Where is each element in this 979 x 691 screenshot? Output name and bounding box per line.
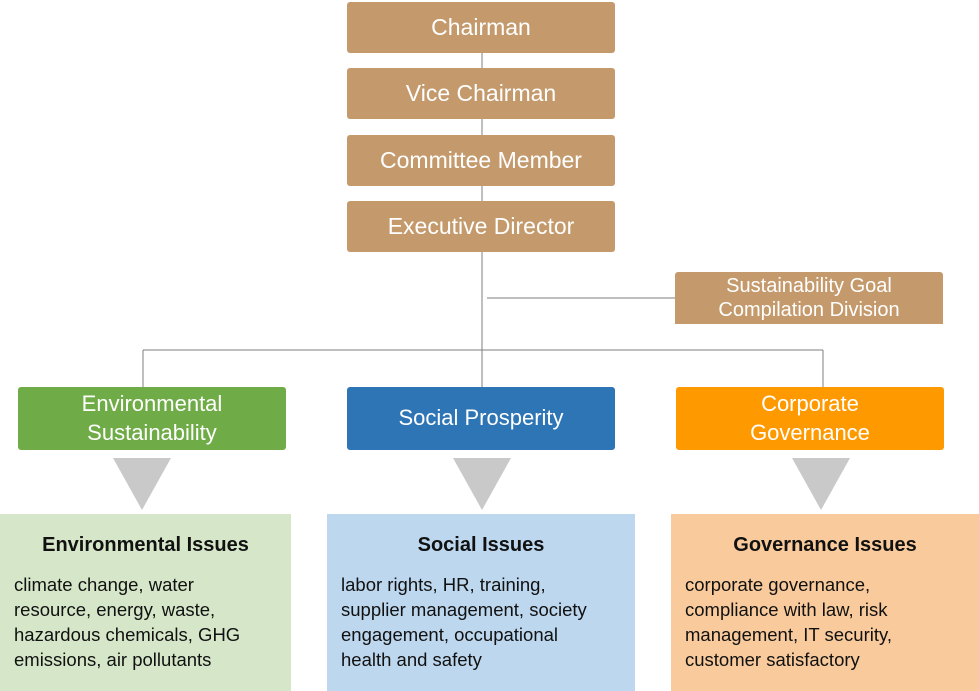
executive-director-label: Executive Director <box>387 212 575 239</box>
environmental-issues-line: resource, energy, waste, <box>14 599 216 620</box>
environmental-issues-panel: Environmental Issues climate change, wat… <box>0 514 291 691</box>
governance-pillar-line2: Governance <box>750 419 870 445</box>
sustainability-division-box: Sustainability Goal Compilation Division <box>675 272 943 324</box>
chairman-box: Chairman <box>347 2 615 53</box>
committee-member-label: Committee Member <box>380 146 582 173</box>
social-issues-line: health and safety <box>341 649 482 670</box>
social-issues-heading: Social Issues <box>417 534 545 556</box>
social-pillar-label: Social Prosperity <box>398 405 564 431</box>
social-pillar-box: Social Prosperity <box>347 387 615 450</box>
governance-issues-line: management, IT security, <box>685 624 893 645</box>
governance-issues-line: corporate governance, <box>685 574 871 595</box>
vice-chairman-label: Vice Chairman <box>405 79 557 106</box>
committee-member-box: Committee Member <box>347 135 615 186</box>
environmental-pillar-line1: Environmental <box>81 390 223 416</box>
social-issues-panel: Social Issues labor rights, HR, training… <box>327 514 635 691</box>
social-issues-line: engagement, occupational <box>341 624 559 645</box>
governance-pillar-line1: Corporate <box>761 390 859 416</box>
environmental-issues-line: emissions, air pollutants <box>14 649 212 670</box>
environmental-issues-heading: Environmental Issues <box>42 534 249 556</box>
division-label-line1: Sustainability Goal <box>726 275 892 297</box>
environmental-pillar-line2: Sustainability <box>87 419 217 445</box>
chairman-label: Chairman <box>431 13 531 40</box>
governance-issues-line: compliance with law, risk <box>685 599 888 620</box>
division-label-line2: Compilation Division <box>718 299 900 321</box>
social-issues-line: supplier management, society <box>341 599 587 620</box>
executive-director-box: Executive Director <box>347 201 615 252</box>
governance-issues-heading: Governance Issues <box>733 534 917 556</box>
governance-down-arrow-icon <box>792 458 850 510</box>
governance-pillar-box: Corporate Governance <box>676 387 944 450</box>
vice-chairman-box: Vice Chairman <box>347 68 615 119</box>
social-down-arrow-icon <box>453 458 511 510</box>
governance-issues-panel: Governance Issues corporate governance, … <box>671 514 979 691</box>
environmental-down-arrow-icon <box>113 458 171 510</box>
environmental-issues-line: hazardous chemicals, GHG <box>14 624 241 645</box>
environmental-pillar-box: Environmental Sustainability <box>18 387 286 450</box>
environmental-issues-line: climate change, water <box>14 574 194 595</box>
social-issues-line: labor rights, HR, training, <box>341 574 546 595</box>
governance-issues-line: customer satisfactory <box>685 649 860 670</box>
